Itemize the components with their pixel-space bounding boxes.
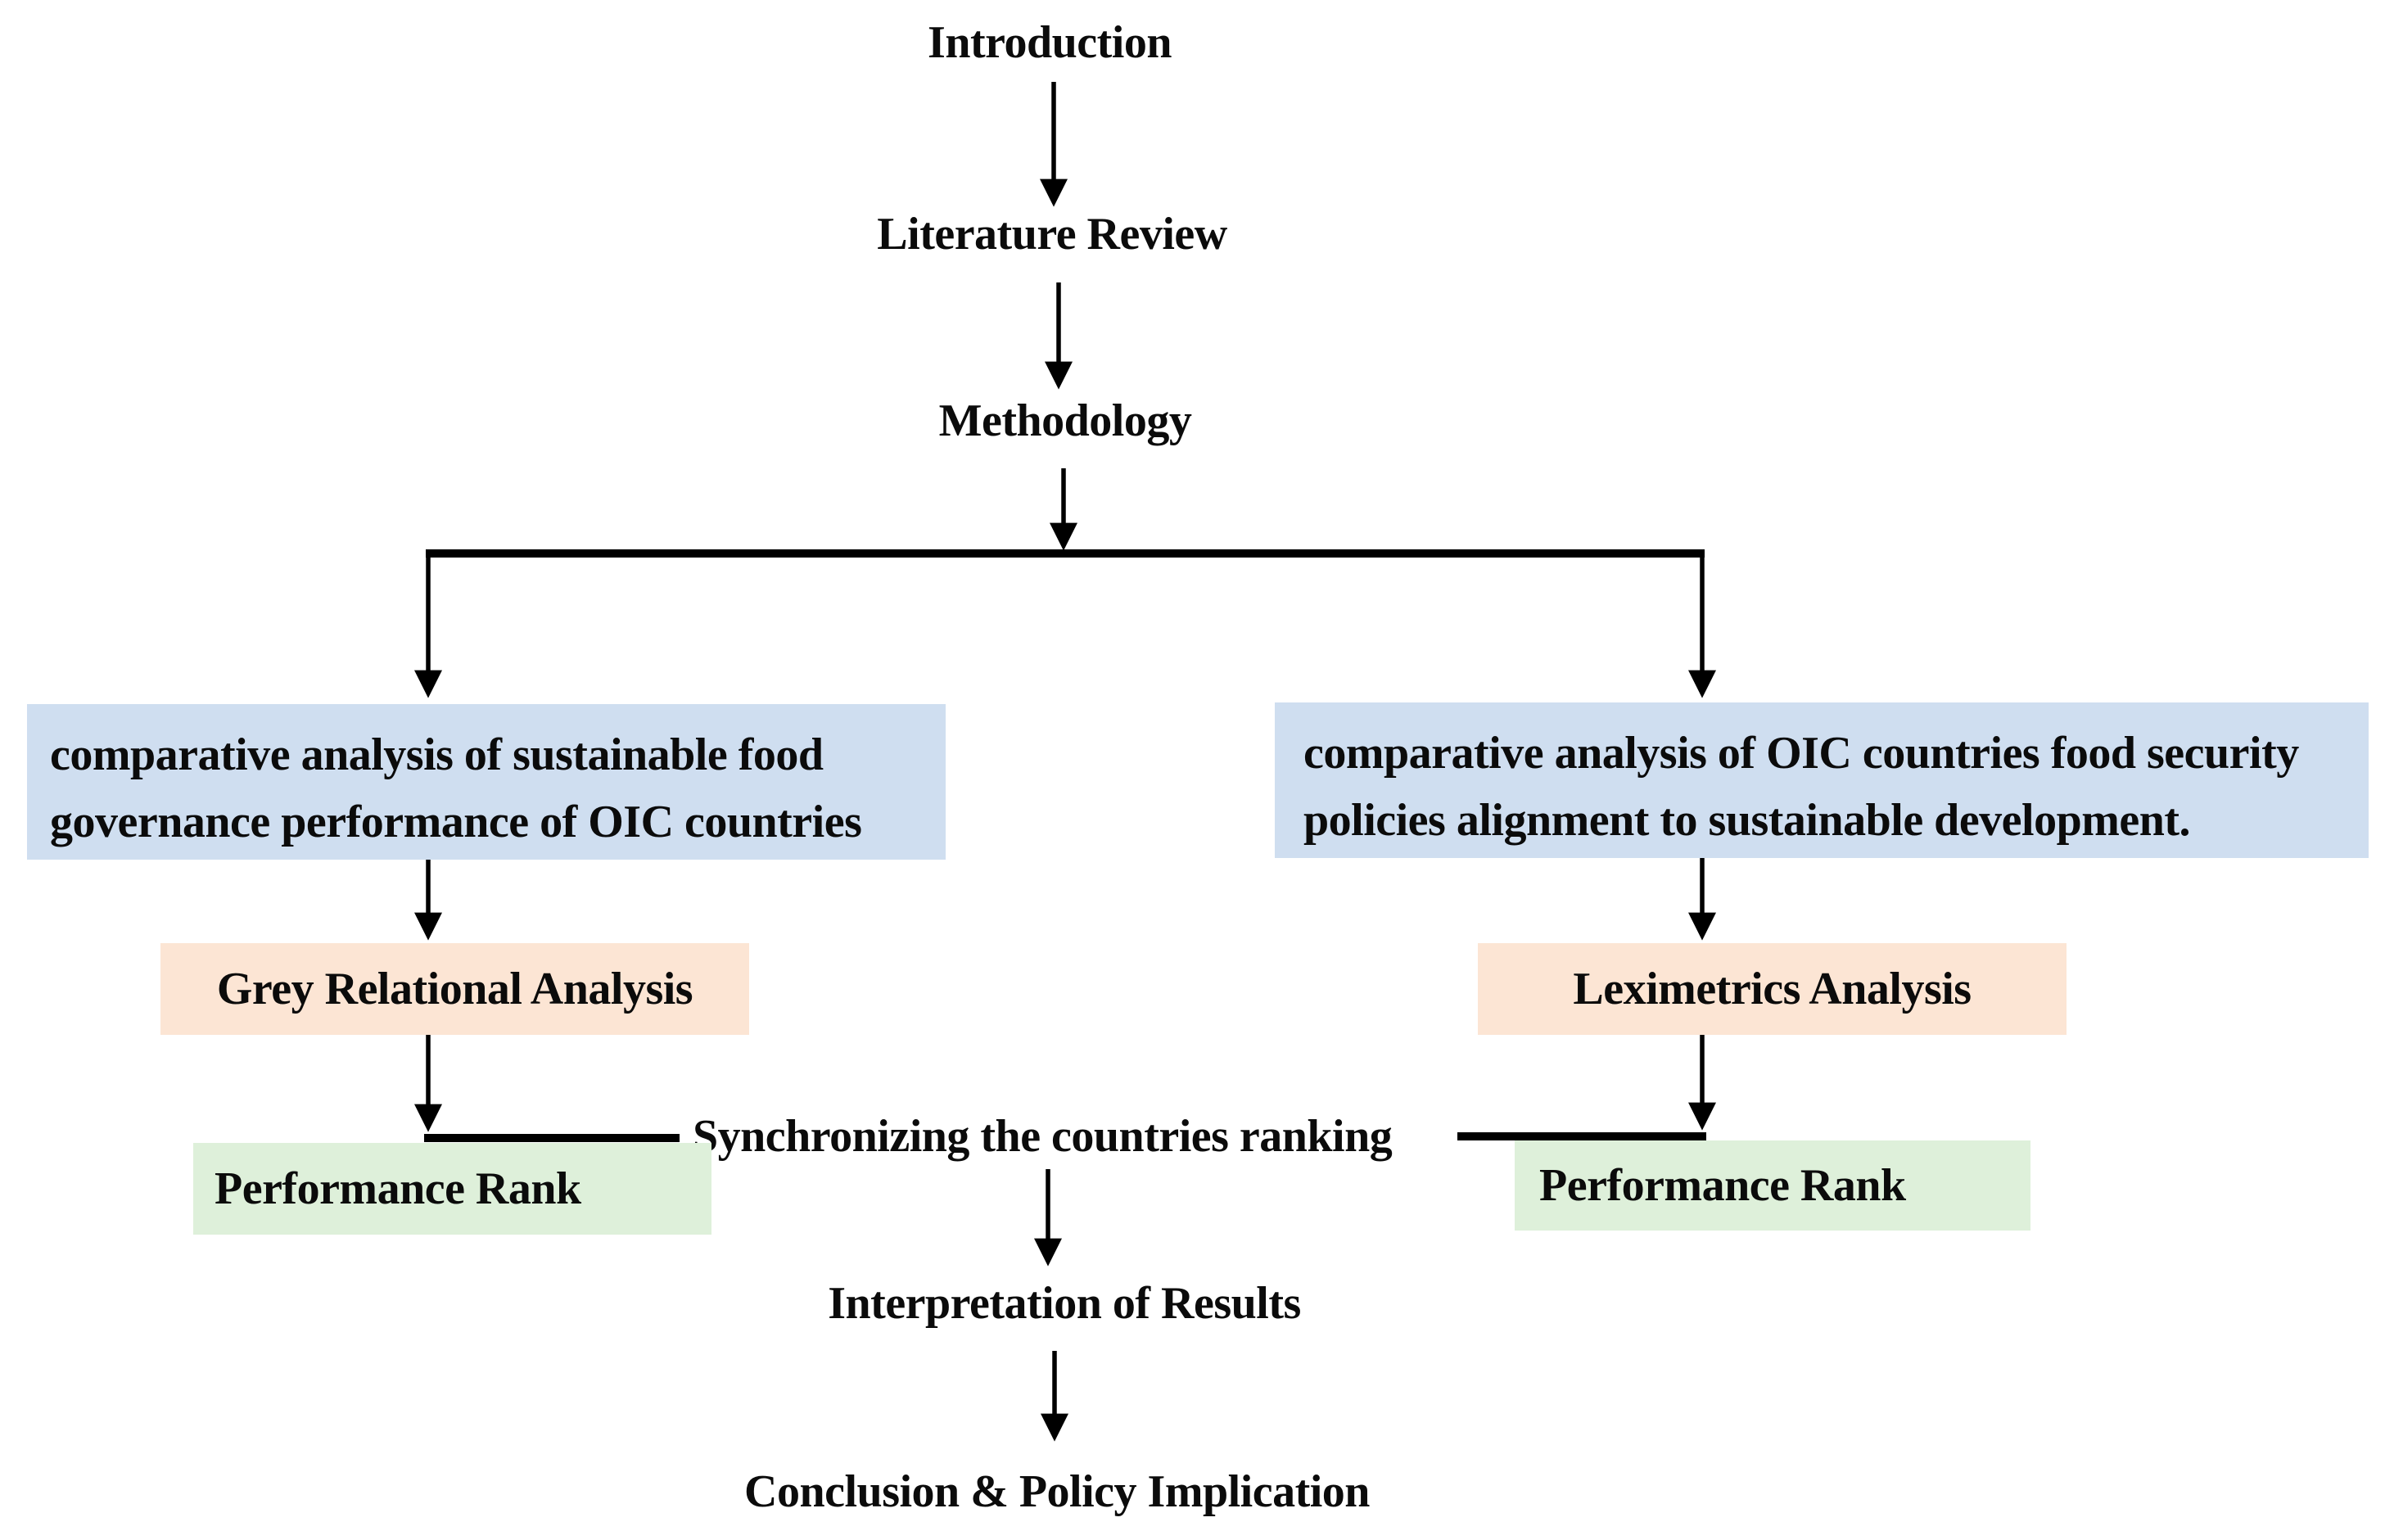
node-methodology: Methodology bbox=[938, 395, 1192, 446]
node-right-comparative-analysis: comparative analysis of OIC countries fo… bbox=[1275, 702, 2369, 858]
node-left-comparative-analysis: comparative analysis of sustainable food… bbox=[27, 704, 946, 860]
node-performance-rank-right: Performance Rank bbox=[1515, 1140, 2030, 1231]
right-analysis-line-1: comparative analysis of OIC countries fo… bbox=[1303, 728, 2299, 779]
node-performance-rank-left: Performance Rank bbox=[193, 1143, 711, 1235]
node-leximetrics-analysis: Leximetrics Analysis bbox=[1478, 943, 2067, 1035]
left-analysis-line-1: comparative analysis of sustainable food bbox=[50, 729, 824, 780]
node-introduction: Introduction bbox=[928, 17, 1172, 68]
node-interpretation: Interpretation of Results bbox=[828, 1278, 1301, 1329]
right-analysis-line-2: policies alignment to sustainable develo… bbox=[1303, 795, 2191, 846]
left-analysis-line-2: governance performance of OIC countries bbox=[50, 797, 862, 847]
node-grey-relational-analysis: Grey Relational Analysis bbox=[160, 943, 749, 1035]
node-literature-review: Literature Review bbox=[877, 209, 1227, 260]
node-synchronizing: Synchronizing the countries ranking bbox=[693, 1111, 1393, 1162]
node-conclusion: Conclusion & Policy Implication bbox=[744, 1466, 1370, 1517]
